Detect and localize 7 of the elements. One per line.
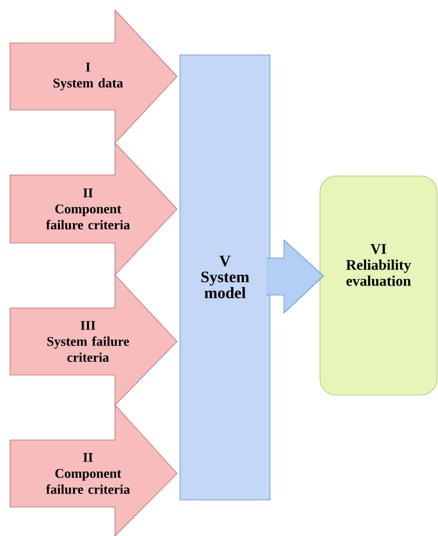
process-box: V System model	[180, 54, 270, 500]
block-arrow	[266, 239, 324, 314]
input-panel: III System failure criteria	[10, 274, 178, 406]
input-panel: I System data	[10, 9, 178, 144]
input-panel: II Component failure criteria	[10, 404, 178, 536]
input-panel: II Component failure criteria	[10, 142, 178, 276]
result-box: VI Reliability evaluation	[320, 176, 438, 396]
